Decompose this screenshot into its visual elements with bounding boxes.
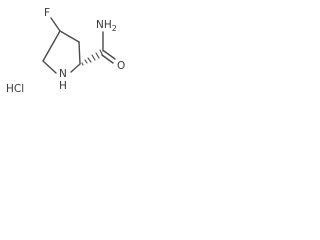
atom-amide-nh2: NH2	[96, 19, 117, 33]
atom-ring-nitrogen: N	[59, 68, 67, 80]
bond-c2-n1	[70, 63, 81, 73]
bond-carbonyl-o-2	[101, 54, 114, 64]
wedge-hash-1	[81, 62, 84, 66]
atom-fluorine: F	[44, 7, 50, 19]
structure-drawing: F N H NH2 O HCl	[6, 7, 125, 95]
wedge-hash-5	[95, 52, 100, 59]
salt-label: HCl	[6, 83, 24, 95]
atom-ring-nitrogen-h: H	[59, 80, 67, 92]
bond-c4-c3	[59, 30, 80, 43]
bond-carbonyl-o-1	[103, 50, 116, 60]
molecule-canvas: F N H NH2 O HCl	[0, 0, 168, 106]
bond-n1-c5	[42, 60, 57, 74]
atom-amide-subscript: 2	[112, 24, 117, 33]
atom-amide-nh: NH	[96, 19, 112, 31]
wedge-hash-3	[87, 57, 92, 63]
wedge-hash-2	[84, 59, 88, 64]
hashed-wedge-bond	[81, 49, 104, 66]
wedge-hash-4	[91, 54, 96, 61]
bond-c3-c2	[78, 41, 81, 65]
bond-c4-f	[50, 17, 61, 32]
bond-c5-c4	[42, 30, 61, 62]
atom-carbonyl-oxygen: O	[117, 60, 125, 72]
